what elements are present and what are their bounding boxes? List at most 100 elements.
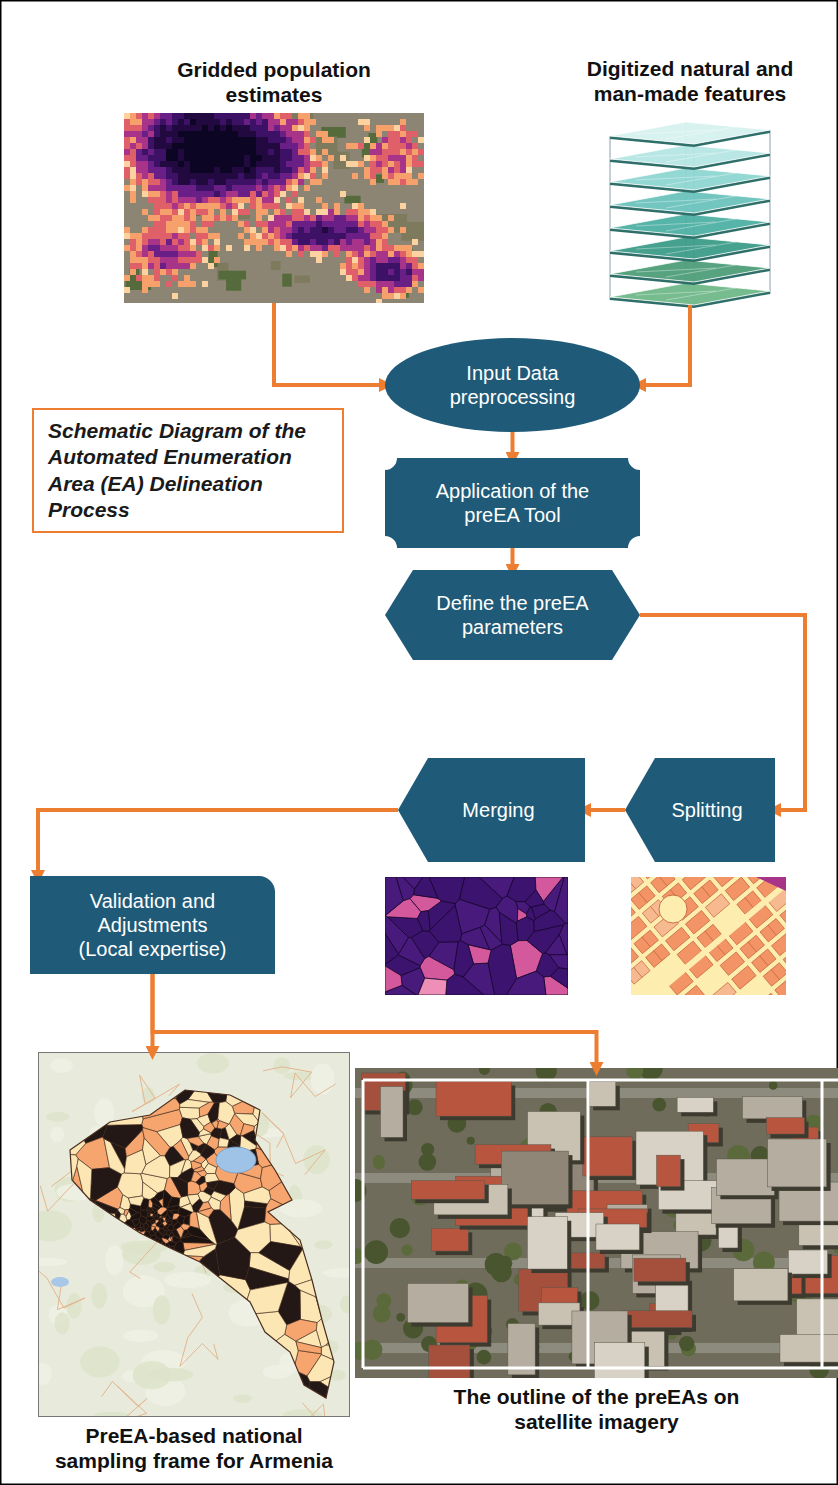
population-raster — [142, 155, 148, 161]
country-map — [161, 1249, 169, 1257]
population-raster — [250, 233, 256, 239]
population-raster — [280, 233, 286, 239]
country-map — [152, 1242, 157, 1246]
country-map — [284, 1090, 321, 1119]
population-raster — [190, 185, 196, 191]
population-raster — [292, 179, 298, 185]
population-raster — [190, 197, 196, 203]
population-raster — [256, 203, 262, 209]
population-raster — [358, 221, 364, 227]
population-raster — [196, 149, 202, 155]
country-map — [151, 1210, 156, 1213]
population-raster — [388, 215, 394, 221]
population-raster — [160, 257, 166, 263]
country-map — [140, 1223, 144, 1228]
country-map — [109, 1364, 138, 1386]
population-raster — [280, 209, 286, 215]
population-raster — [322, 137, 328, 143]
population-raster — [382, 137, 388, 143]
population-raster — [166, 269, 172, 275]
population-raster — [184, 143, 190, 149]
country-map — [131, 1313, 169, 1344]
step-pentagon: Splitting — [625, 758, 775, 862]
population-raster — [208, 221, 214, 227]
population-raster — [370, 257, 376, 263]
population-raster — [406, 161, 412, 167]
satellite-image — [652, 1098, 666, 1112]
country-map — [38, 1052, 350, 1417]
population-raster — [346, 209, 352, 215]
population-raster — [376, 149, 382, 155]
population-raster — [280, 119, 286, 125]
shape-outline — [385, 570, 640, 660]
population-raster — [376, 239, 382, 245]
population-raster — [214, 119, 220, 125]
population-raster — [328, 245, 334, 251]
population-raster — [244, 221, 250, 227]
population-raster — [358, 215, 364, 221]
country-map — [277, 1134, 299, 1155]
population-raster — [256, 143, 262, 149]
population-raster — [178, 209, 184, 215]
population-raster — [202, 221, 208, 227]
country-map — [132, 1219, 140, 1227]
population-raster — [190, 239, 196, 245]
population-raster — [310, 251, 316, 257]
population-raster — [316, 197, 322, 203]
population-raster — [184, 233, 190, 239]
population-raster — [328, 227, 334, 233]
population-raster — [364, 275, 370, 281]
population-raster — [142, 161, 148, 167]
population-raster — [190, 245, 196, 251]
population-raster — [334, 215, 340, 221]
population-raster — [190, 119, 196, 125]
satellite-image — [376, 1293, 391, 1308]
country-map — [318, 1080, 345, 1131]
population-raster — [376, 257, 382, 263]
country-map — [187, 1137, 203, 1147]
population-raster — [208, 137, 214, 143]
population-raster — [358, 119, 364, 125]
country-map — [128, 1196, 143, 1206]
population-raster — [238, 209, 244, 215]
satellite-image — [780, 1335, 838, 1363]
country-map — [208, 1103, 219, 1123]
country-map — [142, 1080, 160, 1104]
population-raster — [250, 191, 256, 197]
country-map — [276, 1150, 303, 1178]
population-raster — [274, 137, 280, 143]
population-raster — [250, 173, 256, 179]
population-raster — [160, 233, 166, 239]
population-raster — [172, 149, 178, 155]
population-raster — [202, 281, 208, 287]
population-raster — [250, 155, 256, 161]
population-raster — [202, 257, 208, 263]
country-map — [90, 1168, 121, 1201]
population-raster — [238, 179, 244, 185]
country-map — [55, 1080, 345, 1410]
population-raster — [286, 161, 292, 167]
country-map — [55, 1262, 76, 1302]
population-raster — [310, 161, 316, 167]
population-raster — [394, 251, 400, 257]
country-map — [121, 1254, 135, 1280]
preparation-hexagon: Define the preEA parameters — [385, 570, 640, 660]
population-raster — [418, 251, 424, 257]
population-raster — [142, 185, 148, 191]
population-raster — [280, 131, 286, 137]
population-raster — [220, 119, 226, 125]
population-raster — [250, 113, 256, 119]
population-raster — [316, 257, 322, 263]
country-map — [212, 1120, 218, 1128]
population-raster — [214, 233, 220, 239]
population-raster — [316, 227, 322, 233]
population-raster — [328, 233, 334, 239]
population-raster — [202, 119, 208, 125]
population-raster — [382, 155, 388, 161]
population-raster — [166, 179, 172, 185]
population-raster — [322, 149, 328, 155]
population-raster — [280, 137, 286, 143]
population-raster — [172, 179, 178, 185]
population-raster — [340, 191, 346, 197]
population-raster — [148, 281, 154, 287]
